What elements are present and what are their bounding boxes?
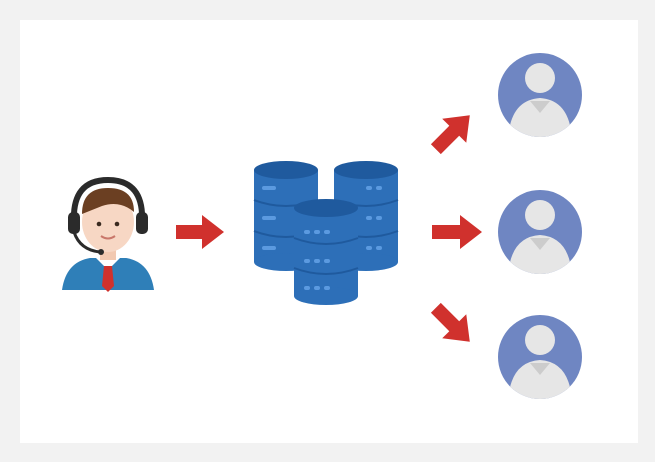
arrow-to-user-top-icon [430,115,470,155]
database-servers-icon [253,161,399,305]
arrow-to-database-icon [176,215,224,249]
user-avatar-bottom-icon [498,315,582,399]
support-agent-icon [62,176,154,292]
user-avatar-top-icon [498,53,582,137]
database-stack-front-icon [293,199,359,305]
arrow-to-user-middle-icon [432,215,482,249]
arrow-to-user-bottom-icon [430,302,470,342]
user-avatar-middle-icon [498,190,582,274]
